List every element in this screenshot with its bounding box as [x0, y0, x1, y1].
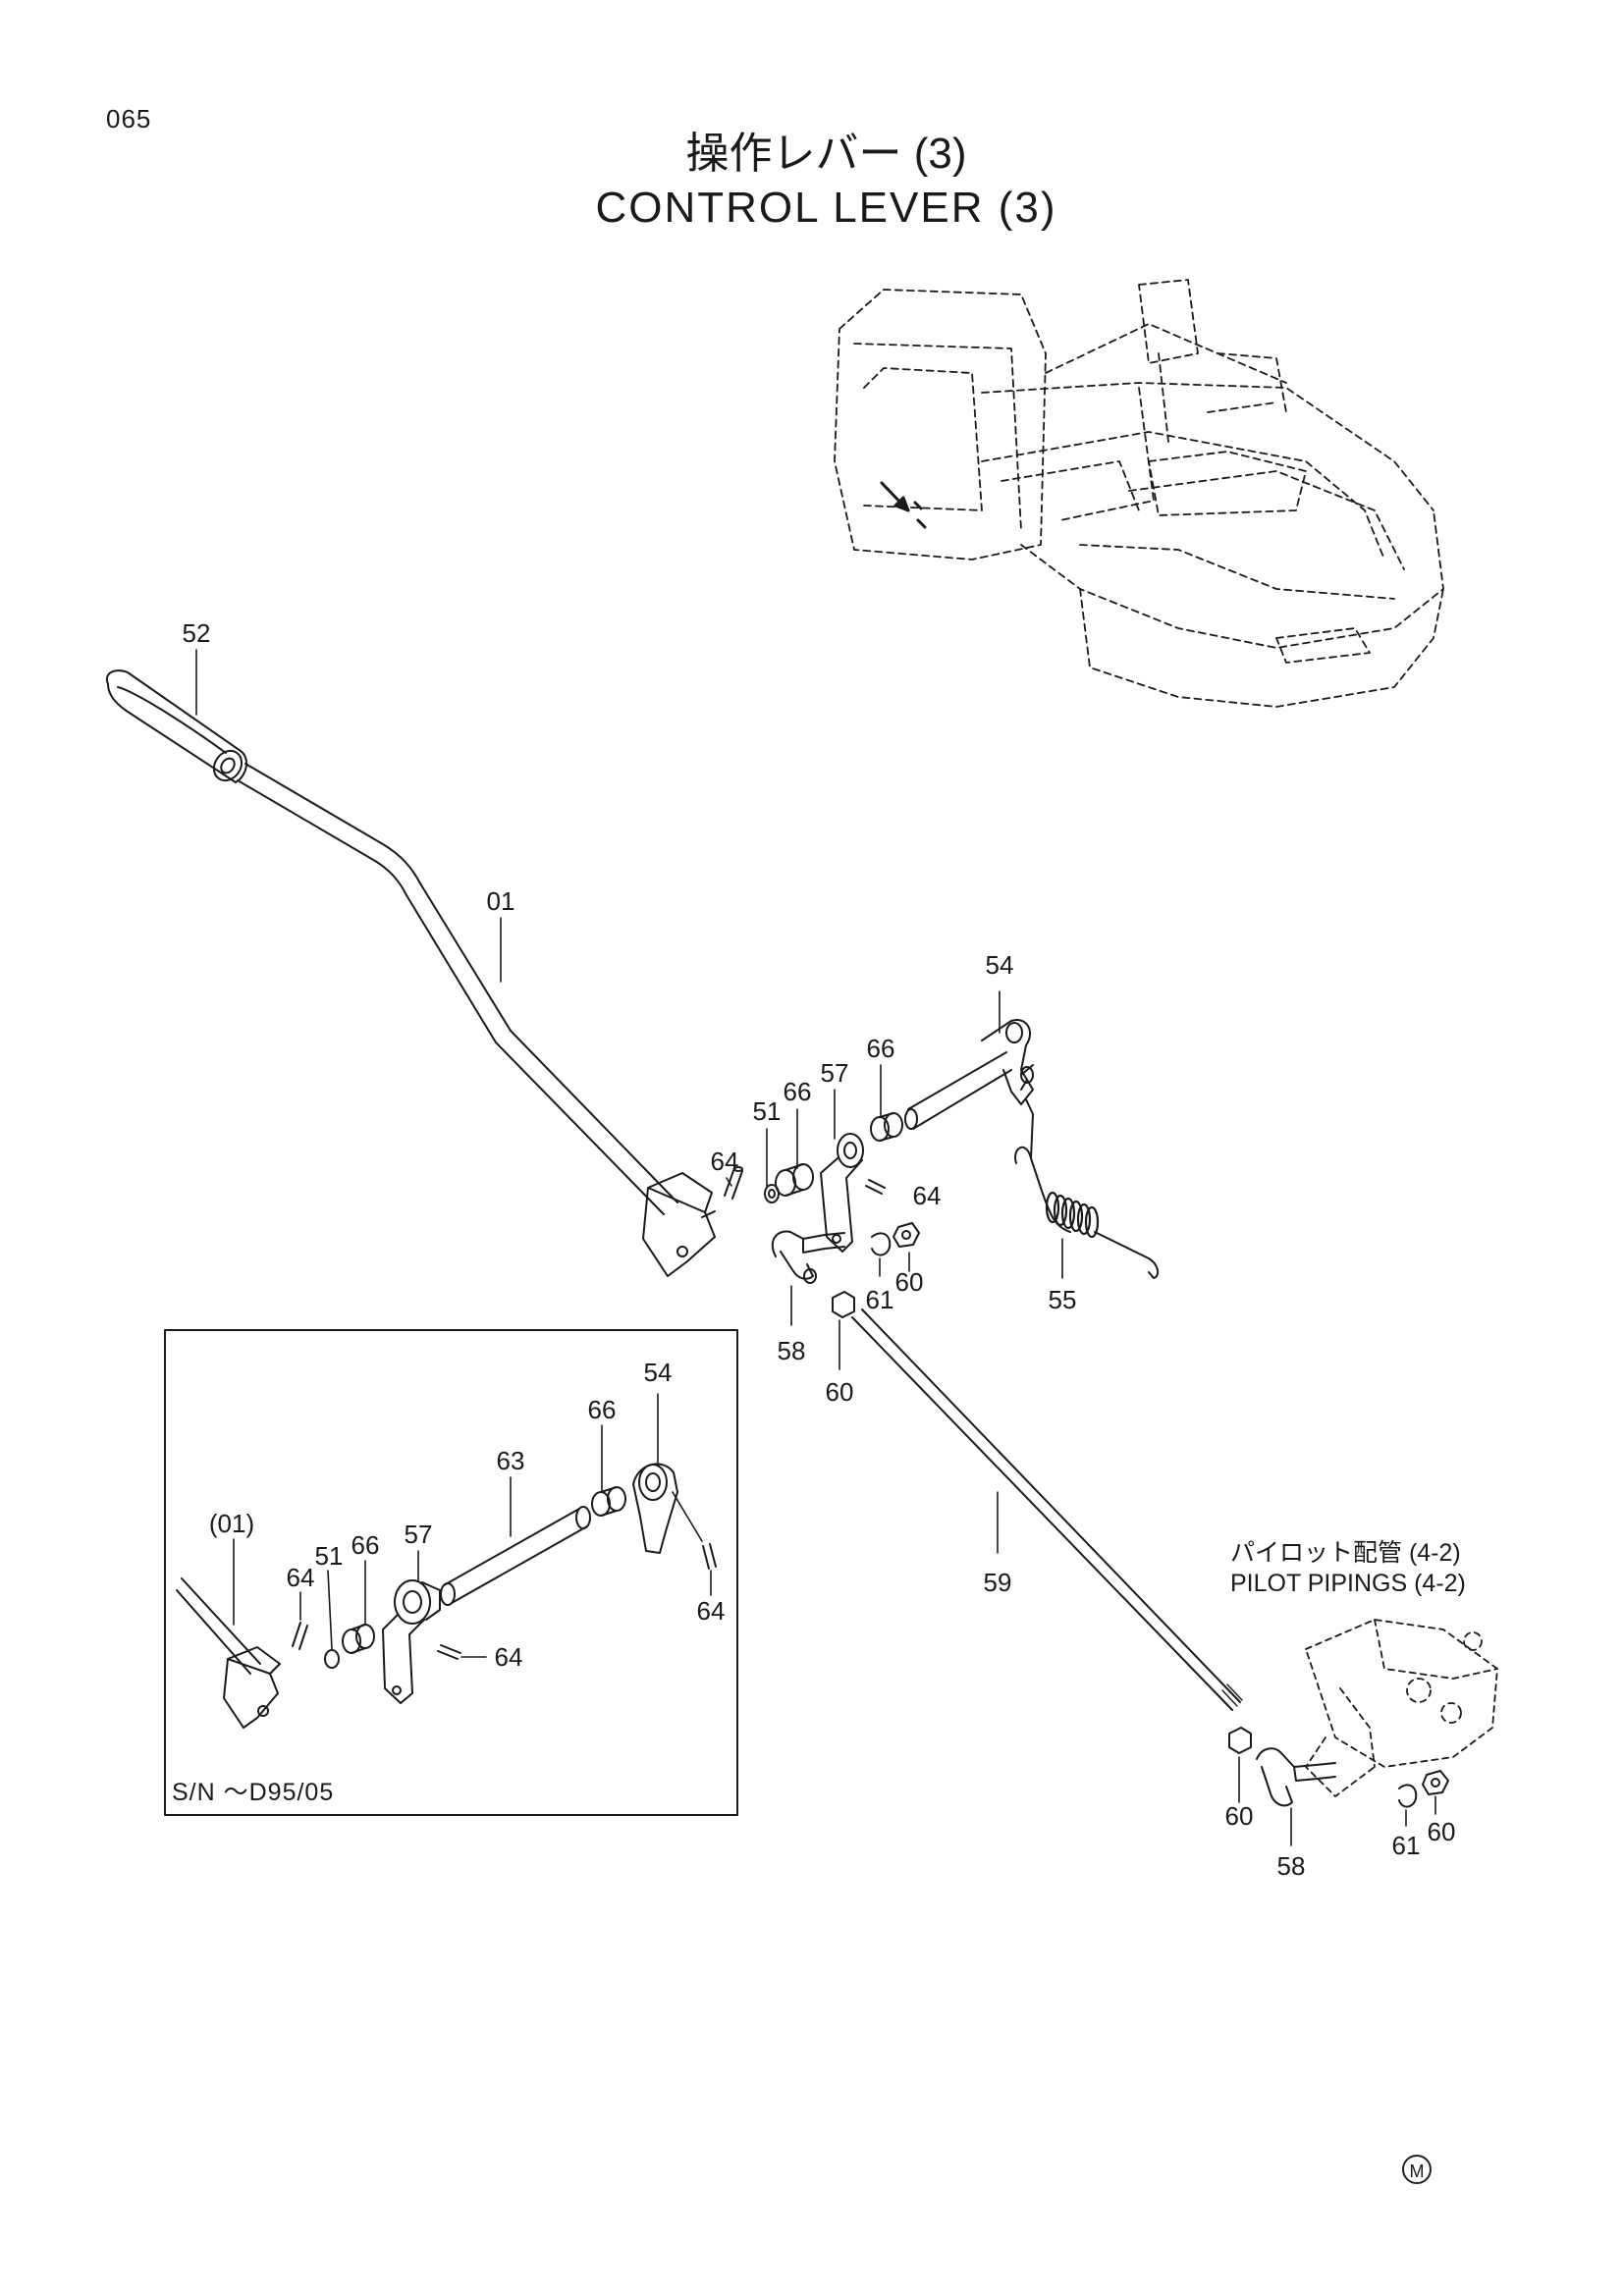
arm-part-57: [820, 1133, 864, 1253]
nut-part-60-c: [1228, 1727, 1252, 1754]
maker-mark-icon: M: [1402, 2155, 1432, 2184]
inset-callout-63: 63: [496, 1446, 525, 1475]
pilot-pipings-ref-ja: パイロット配管 (4-2): [1230, 1539, 1461, 1567]
callout-60-rod-bottom: 60: [1224, 1801, 1254, 1831]
pilot-valve-illustration: [1305, 1619, 1498, 1797]
washer-part-51: [764, 1184, 780, 1203]
callout-54: 54: [985, 950, 1014, 980]
callout-58-upper: 58: [777, 1336, 806, 1365]
inset-callout-64-arm: 64: [494, 1642, 523, 1672]
callout-leaders: [195, 649, 1436, 1846]
callout-57: 57: [820, 1058, 849, 1088]
callout-64-lever: 64: [710, 1147, 739, 1176]
callout-60-lower: 60: [1427, 1817, 1456, 1846]
bushing-part-66-a: [775, 1163, 814, 1197]
callout-01: 01: [486, 886, 515, 916]
nut-part-60-a: [893, 1222, 920, 1248]
callout-59: 59: [983, 1568, 1012, 1597]
ball-joint-part-58-b: [1256, 1747, 1336, 1807]
callout-64-arm: 64: [912, 1181, 942, 1210]
callout-66-upper: 66: [866, 1034, 895, 1063]
nut-part-60-d: [1422, 1770, 1449, 1795]
inset-callout-64-lever: 64: [286, 1563, 315, 1592]
washer-part-61-b: [1398, 1784, 1418, 1808]
callout-66-lower: 66: [783, 1077, 812, 1106]
inset-callout-57: 57: [404, 1520, 433, 1549]
nut-part-60-b: [832, 1291, 855, 1318]
excavator-overview-illustration: [834, 279, 1444, 708]
grip-part-52: [105, 669, 247, 783]
callout-60-upper: 60: [894, 1267, 924, 1297]
inset-callout-54: 54: [643, 1358, 673, 1387]
rod-part-59: [851, 1308, 1243, 1711]
shaft-lever-part-54: [904, 1019, 1034, 1130]
callout-60-rod-top: 60: [825, 1377, 854, 1407]
page-number: 065: [106, 104, 152, 133]
callout-61-lower: 61: [1391, 1831, 1421, 1860]
pin-part-64-b: [865, 1179, 886, 1195]
lever-rod-part-01: [237, 763, 716, 1277]
bushing-part-66-b: [870, 1112, 903, 1142]
inset-callout-66-lower: 66: [351, 1530, 380, 1560]
washer-part-61-a: [871, 1232, 892, 1256]
serial-number-note: S/N ～D95/05: [172, 1779, 335, 1806]
callout-51: 51: [752, 1096, 782, 1126]
location-arrow-icon: [880, 481, 927, 529]
callout-61-upper: 61: [865, 1285, 894, 1314]
title-japanese: 操作レバー (3): [685, 130, 967, 178]
pilot-pipings-ref-en: PILOT PIPINGS (4-2): [1230, 1570, 1466, 1597]
ball-joint-part-58-a: [771, 1230, 845, 1284]
title-english: CONTROL LEVER (3): [595, 184, 1057, 232]
inset-callout-64-right: 64: [696, 1596, 726, 1626]
inset-drawing: [176, 1393, 717, 1729]
inset-callout-51: 51: [314, 1541, 344, 1571]
inset-frame: [164, 1329, 738, 1816]
inset-callout-66-upper: 66: [587, 1395, 617, 1424]
inset-callout-01: (01): [208, 1509, 255, 1538]
callout-52: 52: [182, 618, 211, 648]
callout-58-lower: 58: [1276, 1851, 1306, 1881]
callout-55: 55: [1048, 1285, 1077, 1314]
spring-part-55: [1014, 1098, 1160, 1279]
